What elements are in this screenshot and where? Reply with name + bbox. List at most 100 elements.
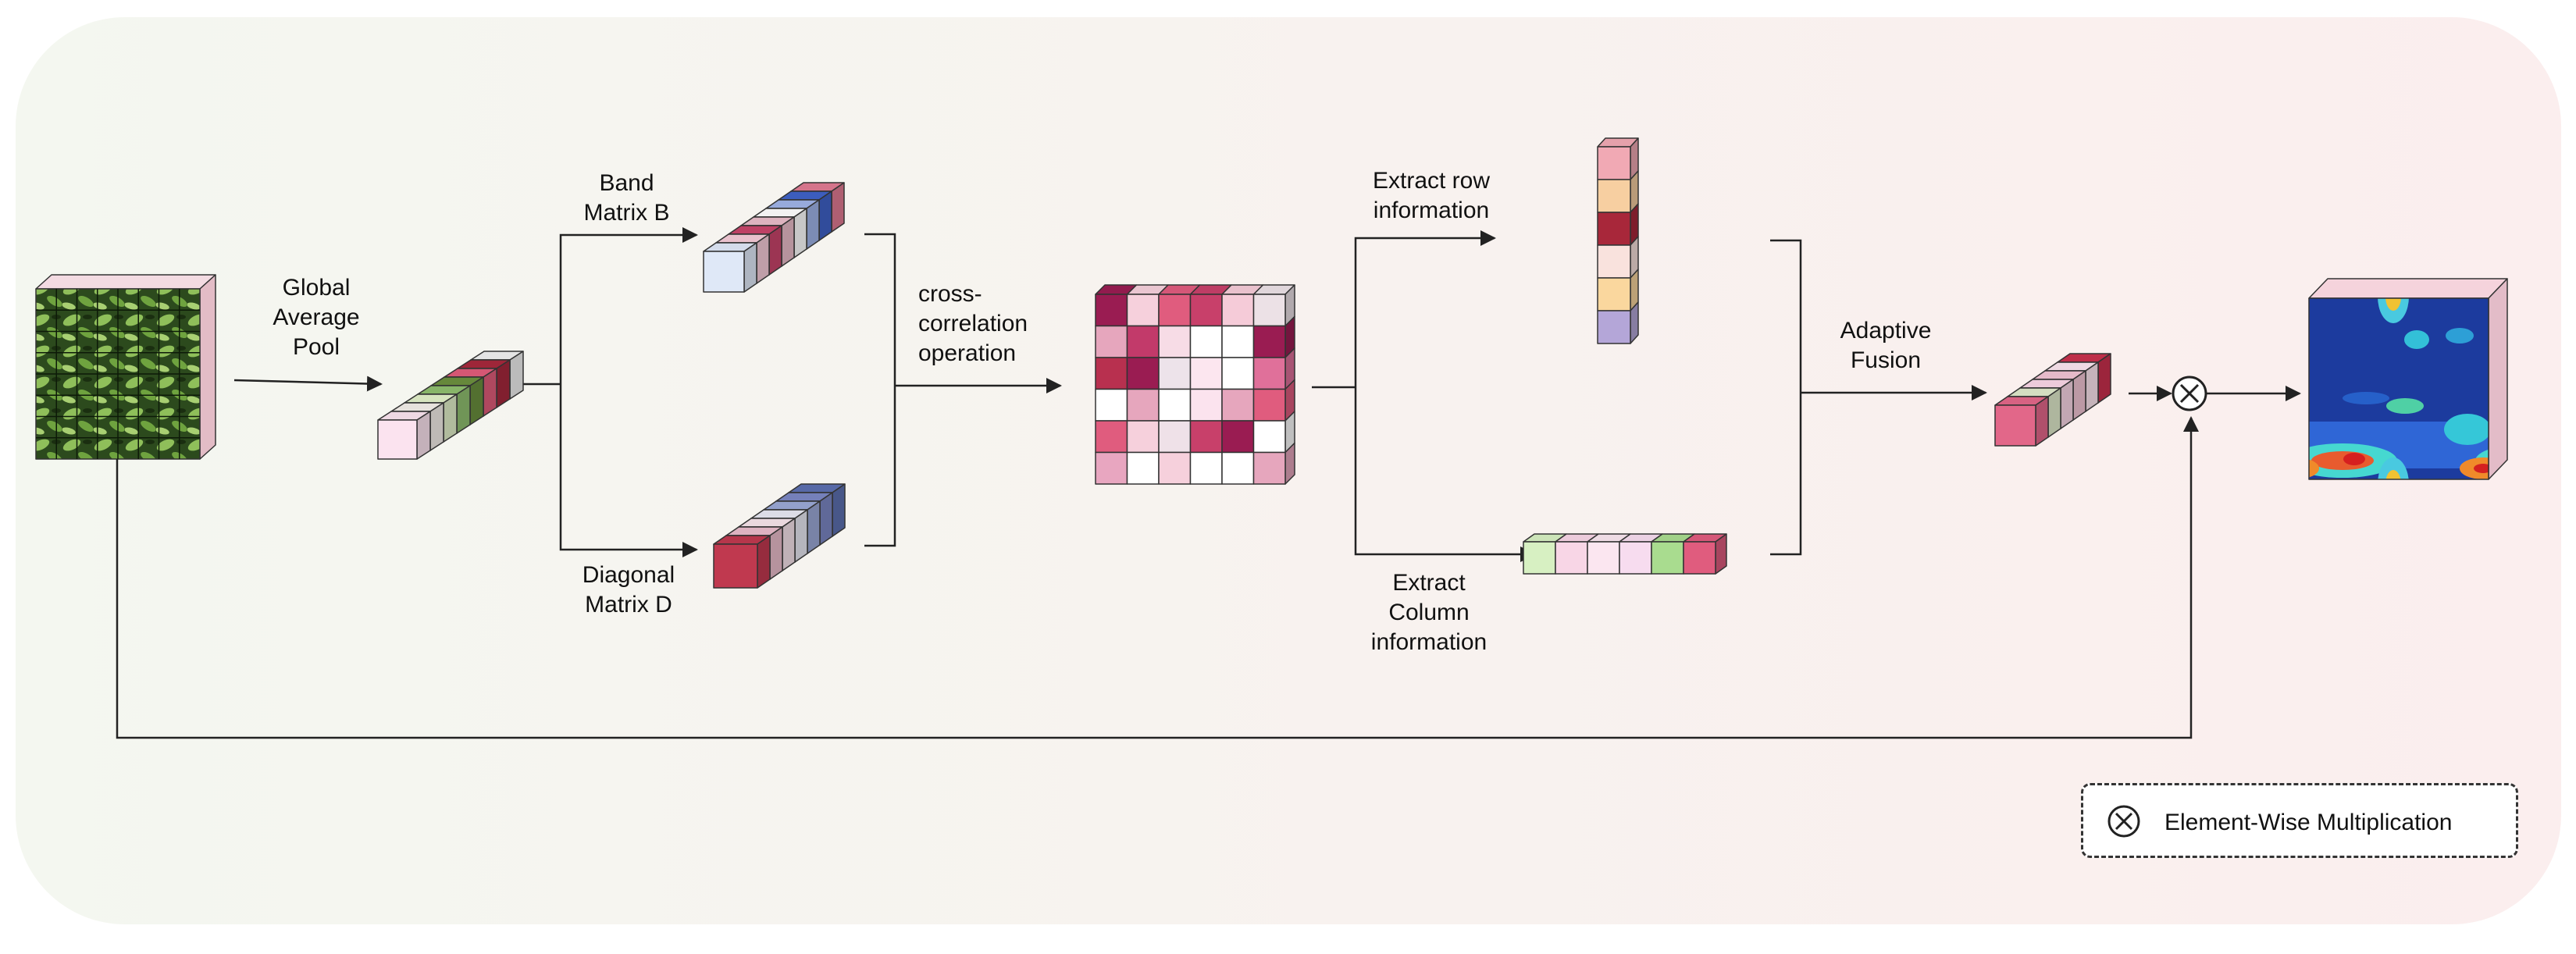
arrow-to-row-info xyxy=(1354,230,1496,387)
col-info-cell xyxy=(1555,533,1599,575)
correlation-cell xyxy=(1126,357,1160,390)
correlation-cell xyxy=(1221,325,1255,358)
arrow-to-diagonal-matrix xyxy=(559,384,698,557)
row-info-vector xyxy=(1597,137,1639,344)
correlation-cell xyxy=(1095,388,1128,422)
cross-correlation-label-line-3: operation xyxy=(918,340,1017,366)
col-info-cell xyxy=(1651,533,1695,575)
correlation-cell xyxy=(1158,388,1192,422)
row-info-cell xyxy=(1597,137,1639,180)
adaptive-fusion-label: Adaptive Fusion xyxy=(1827,316,1944,376)
row-info-cell xyxy=(1597,203,1639,246)
correlation-cell xyxy=(1221,388,1255,422)
adaptive-fusion-label-line-2: Fusion xyxy=(1850,347,1922,373)
col-info-cell xyxy=(1523,533,1567,575)
correlation-cell xyxy=(1158,325,1192,358)
row-info-cell xyxy=(1597,236,1639,279)
correlation-cell xyxy=(1158,357,1192,390)
input-grid xyxy=(36,289,200,459)
output-attention-heatmap xyxy=(2308,278,2508,480)
correlation-cell xyxy=(1252,357,1286,390)
legend-box: Element-Wise Multiplication xyxy=(2081,783,2518,858)
arrow-to-band-matrix xyxy=(559,227,698,384)
correlation-cell xyxy=(1095,357,1128,390)
row-info-cell xyxy=(1597,269,1639,311)
arrow-input-to-gap xyxy=(233,376,383,392)
gap-label-line-1: Global xyxy=(282,275,351,301)
fused-vector xyxy=(1994,353,2111,447)
arrow-to-col-info xyxy=(1354,387,1536,562)
correlation-cell xyxy=(1095,294,1128,327)
correlation-cell xyxy=(1126,388,1160,422)
col-info-label-line-2: Column xyxy=(1388,600,1470,625)
col-info-vector xyxy=(1523,533,1727,575)
output-side-face xyxy=(2488,278,2508,480)
correlation-cell xyxy=(1252,388,1286,422)
output-top-face xyxy=(2308,278,2508,299)
row-info-label-line-2: information xyxy=(1373,198,1490,223)
correlation-cell xyxy=(1189,451,1223,485)
correlation-cell xyxy=(1252,325,1286,358)
correlation-cell xyxy=(1221,357,1255,390)
band-matrix-vector-cell xyxy=(703,242,757,293)
multiply-operator-icon xyxy=(2172,376,2207,411)
correlation-cell xyxy=(1126,325,1160,358)
col-info-label-line-3: information xyxy=(1370,629,1488,655)
band-matrix-vector xyxy=(703,182,845,293)
diagonal-matrix-label-line-2: Matrix D xyxy=(585,592,672,618)
cross-correlation-label-line-1: cross- xyxy=(918,281,982,307)
correlation-cell xyxy=(1221,420,1255,454)
gap-label-line-2: Average xyxy=(273,304,360,330)
correlation-cell xyxy=(1158,420,1192,454)
correlation-cell xyxy=(1095,325,1128,358)
diagonal-matrix-label-line-1: Diagonal xyxy=(582,562,675,588)
bracket-right-merge xyxy=(1770,239,1802,556)
diagonal-matrix-label: Diagonal Matrix D xyxy=(570,561,687,620)
correlation-cell xyxy=(1189,294,1223,327)
correlation-cell xyxy=(1221,451,1255,485)
multiply-circle-icon xyxy=(2107,805,2140,838)
band-matrix-label-line-1: Band xyxy=(599,170,654,196)
correlation-cell xyxy=(1189,420,1223,454)
col-info-cell xyxy=(1619,533,1663,575)
correlation-cell xyxy=(1158,451,1192,485)
correlation-matrix xyxy=(1095,284,1295,485)
legend-label: Element-Wise Multiplication xyxy=(2164,810,2453,835)
col-info-cell xyxy=(1683,533,1727,575)
correlation-cell xyxy=(1095,420,1128,454)
cross-correlation-label-line-2: correlation xyxy=(918,311,1028,336)
output-front-face xyxy=(2308,297,2489,480)
input-top-face xyxy=(35,274,216,290)
correlation-cell xyxy=(1189,325,1223,358)
correlation-cell xyxy=(1189,388,1223,422)
row-info-cell xyxy=(1597,301,1639,344)
adaptive-fusion-label-line-1: Adaptive xyxy=(1840,318,1932,344)
row-info-label-line-1: Extract row xyxy=(1372,168,1491,194)
correlation-cell xyxy=(1189,357,1223,390)
input-feature-map xyxy=(35,274,216,460)
correlation-cell xyxy=(1126,420,1160,454)
diagonal-matrix-vector xyxy=(713,483,846,589)
bracket-left-merge xyxy=(864,233,896,547)
gap-vector xyxy=(377,351,524,460)
correlation-cell xyxy=(1126,294,1160,327)
cross-correlation-label: cross- correlation operation xyxy=(918,279,1028,368)
diagonal-matrix-vector-cell xyxy=(713,535,771,589)
input-side-face xyxy=(199,274,216,460)
skip-connection xyxy=(116,416,2199,739)
tensor-blocks xyxy=(377,137,2111,589)
fused-vector-cell xyxy=(1994,396,2049,447)
band-matrix-label: Band Matrix B xyxy=(574,169,679,228)
band-matrix-label-line-2: Matrix B xyxy=(583,200,670,226)
correlation-cell xyxy=(1158,294,1192,327)
correlation-cell xyxy=(1221,294,1255,327)
correlation-cell xyxy=(1252,420,1286,454)
gap-label-line-3: Pool xyxy=(292,334,340,360)
col-info-label-line-1: Extract xyxy=(1392,570,1466,596)
correlation-cell xyxy=(1252,451,1286,485)
gap-vector-cell xyxy=(377,411,431,460)
row-info-label: Extract row information xyxy=(1349,166,1513,226)
col-info-label: Extract Column information xyxy=(1355,568,1503,657)
gap-label: Global Average Pool xyxy=(258,273,375,362)
connectors xyxy=(116,227,2301,739)
